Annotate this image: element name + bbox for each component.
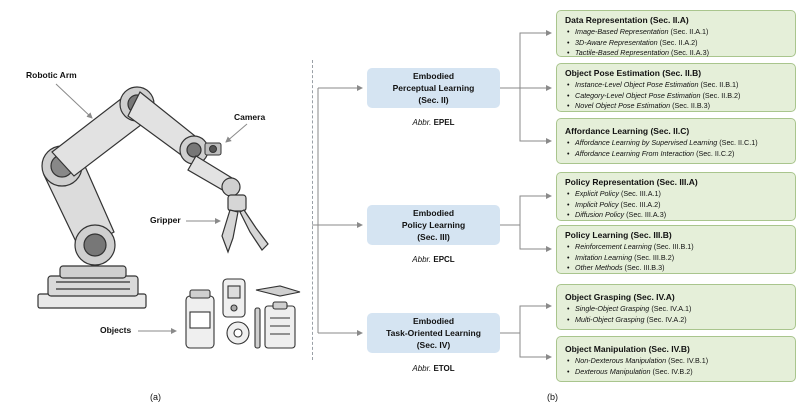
topic-item: Category-Level Object Pose Estimation (S… [567, 91, 787, 102]
abbr-epel: Abbr. EPEL [412, 118, 455, 127]
category-section: (Sec. III) [417, 232, 450, 242]
topic-item: Explicit Policy (Sec. III.A.1) [567, 189, 787, 200]
topic-box-policy-representation: Policy Representation (Sec. III.A) Expli… [556, 172, 796, 221]
abbr-etol: Abbr. ETOL [412, 364, 455, 373]
topic-item: Image-Based Representation (Sec. II.A.1) [567, 27, 787, 38]
caption-a: (a) [150, 392, 161, 402]
topic-box-object-grasping: Object Grasping (Sec. IV.A) Single-Objec… [556, 284, 796, 330]
category-box-epel: Embodied Perceptual Learning (Sec. II) [367, 68, 500, 108]
panel-divider [312, 60, 313, 360]
clipboard-icon [264, 305, 296, 349]
category-box-epcl: Embodied Policy Learning (Sec. III) [367, 205, 500, 245]
panel-a-robot-illustration: Robotic Arm Camera Gripper Objects (a) [0, 0, 312, 405]
category-title: Task-Oriented Learning [386, 328, 481, 338]
topic-title: Object Pose Estimation (Sec. II.B) [565, 68, 702, 78]
pliers-icon [255, 285, 301, 297]
topic-item: Implicit Policy (Sec. III.A.2) [567, 200, 787, 211]
topic-item: Reinforcement Learning (Sec. III.B.1) [567, 242, 787, 253]
objects-icons [185, 278, 301, 349]
camera-label: Camera [234, 112, 266, 122]
category-section: (Sec. IV) [416, 340, 451, 350]
category-box-etol: Embodied Task-Oriented Learning (Sec. IV… [367, 313, 500, 353]
topic-title: Object Grasping (Sec. IV.A) [565, 292, 675, 302]
caption-b: (b) [547, 392, 558, 402]
topic-item: Dexterous Manipulation (Sec. IV.B.2) [567, 367, 787, 378]
category-line: Embodied [412, 316, 455, 326]
topic-item: Multi-Object Grasping (Sec. IV.A.2) [567, 315, 787, 326]
abbr-epcl: Abbr. EPCL [412, 255, 455, 264]
topic-item: Instance-Level Object Pose Estimation (S… [567, 80, 787, 91]
category-section: (Sec. II) [418, 95, 449, 105]
topic-title: Object Manipulation (Sec. IV.B) [565, 344, 690, 354]
category-title: Perceptual Learning [392, 83, 475, 93]
topic-item: Novel Object Pose Estimation (Sec. II.B.… [567, 101, 787, 112]
gripper-icon [221, 194, 269, 254]
topic-item: Tactile-Based Representation (Sec. II.A.… [567, 48, 787, 59]
category-title: Policy Learning [401, 220, 466, 230]
topic-title: Affordance Learning (Sec. II.C) [565, 126, 690, 136]
gripper-label: Gripper [150, 215, 181, 225]
topic-title: Policy Learning (Sec. III.B) [565, 230, 672, 240]
topic-box-object-manipulation: Object Manipulation (Sec. IV.B) Non-Dext… [556, 336, 796, 382]
objects-label: Objects [100, 325, 132, 335]
topic-box-affordance-learning: Affordance Learning (Sec. II.C) Affordan… [556, 118, 796, 164]
category-line: Embodied [412, 208, 455, 218]
topic-box-policy-learning: Policy Learning (Sec. III.B) Reinforceme… [556, 225, 796, 274]
robot-upper-arm [51, 86, 241, 197]
topic-box-data-representation: Data Representation (Sec. II.A) Image-Ba… [556, 10, 796, 59]
topic-item: Single-Object Grasping (Sec. IV.A.1) [567, 304, 787, 315]
topic-item: Affordance Learning From Interaction (Se… [567, 149, 787, 160]
topic-box-object-pose-estimation: Object Pose Estimation (Sec. II.B) Insta… [556, 63, 796, 112]
pen-icon [254, 307, 261, 349]
topic-title: Policy Representation (Sec. III.A) [565, 177, 698, 187]
topic-item: Imitation Learning (Sec. III.B.2) [567, 253, 787, 264]
robotic-arm-label: Robotic Arm [26, 70, 77, 80]
topic-item: Other Methods (Sec. III.B.3) [567, 263, 787, 274]
topic-title: Data Representation (Sec. II.A) [565, 15, 689, 25]
robot-scene-illustration [37, 83, 301, 349]
topic-item: Non-Dexterous Manipulation (Sec. IV.B.1) [567, 356, 787, 367]
topic-item: Affordance Learning by Supervised Learni… [567, 138, 787, 149]
topic-item: Diffusion Policy (Sec. III.A.3) [567, 210, 787, 221]
camera-icon [204, 142, 222, 156]
robot-base [37, 265, 147, 309]
category-line: Embodied [412, 71, 455, 81]
topic-item: 3D-Aware Representation (Sec. II.A.2) [567, 38, 787, 49]
